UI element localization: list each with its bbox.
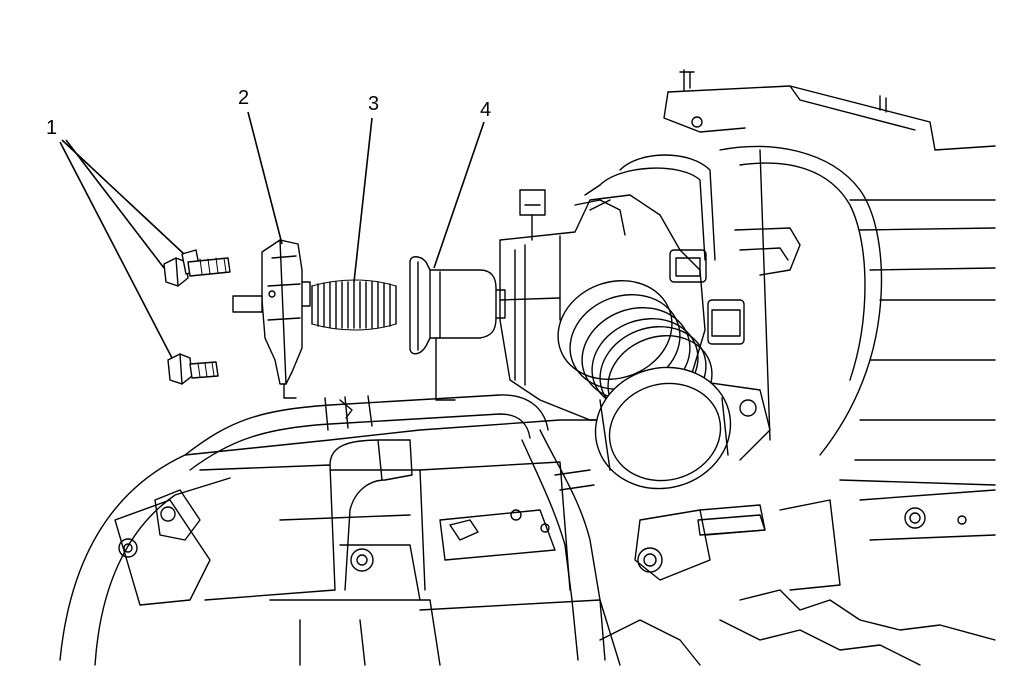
- coolant-hose: [184, 154, 801, 661]
- leader-1a: [61, 139, 185, 255]
- spring-part-3: [311, 279, 397, 331]
- housing-part-4: [409, 256, 506, 401]
- throttle-inlet-bore: [557, 280, 732, 490]
- callout-4: 4: [480, 99, 492, 121]
- callout-3: 3: [368, 93, 380, 115]
- leader-4: [433, 121, 485, 269]
- callout-1: 1: [46, 117, 58, 139]
- bolts-part-1: [163, 249, 231, 385]
- intake-manifold: [59, 69, 996, 666]
- leader-1b: [65, 139, 165, 269]
- callout-2: 2: [238, 87, 250, 109]
- valve-part-2: [232, 239, 311, 399]
- leader-3: [353, 117, 373, 283]
- throttle-body: [499, 189, 771, 461]
- leader-2: [247, 111, 283, 245]
- leader-1c: [59, 141, 173, 359]
- leader-lines: [59, 111, 485, 359]
